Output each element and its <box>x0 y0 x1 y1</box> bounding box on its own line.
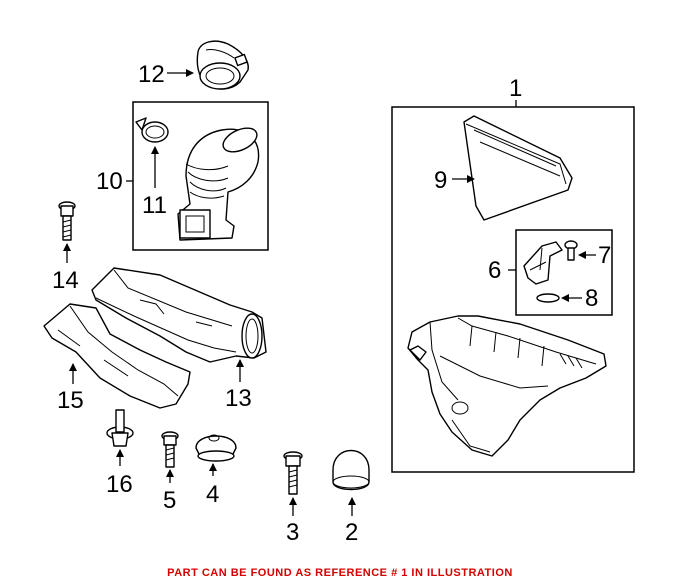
intake-boot-part-12[interactable] <box>196 40 249 90</box>
air-cleaner-housing[interactable] <box>407 315 607 457</box>
callout-15: 15 <box>57 387 84 414</box>
callout-16: 16 <box>106 471 133 498</box>
mass-air-flow-sensor-part-6[interactable] <box>523 241 563 285</box>
o-ring-part-8[interactable] <box>536 293 560 303</box>
group-box-10-11 <box>132 101 269 251</box>
callout-3: 3 <box>286 519 299 546</box>
callout-13: 13 <box>225 385 252 412</box>
air-cleaner-assembly-box <box>391 106 635 473</box>
bolt-part-3[interactable] <box>283 451 303 495</box>
air-guide-part-15[interactable] <box>43 303 191 409</box>
callout-7: 7 <box>598 242 611 269</box>
callout-11: 11 <box>142 192 167 219</box>
bolt-part-5[interactable] <box>161 431 179 468</box>
callout-12: 12 <box>138 61 165 88</box>
intake-hose-part-10[interactable] <box>177 123 261 241</box>
callout-9: 9 <box>434 167 447 194</box>
callout-1: 1 <box>509 75 522 102</box>
hose-clamp-part-11[interactable] <box>135 117 169 143</box>
bolt-part-14[interactable] <box>58 201 76 241</box>
intake-duct-part-13[interactable] <box>91 267 267 363</box>
reference-note: PART CAN BE FOUND AS REFERENCE # 1 IN IL… <box>167 567 513 579</box>
air-filter-part-9[interactable] <box>463 115 573 221</box>
sensor-group-box <box>515 229 613 316</box>
callout-10: 10 <box>96 168 123 195</box>
callout-14: 14 <box>52 267 79 294</box>
grommet-part-4[interactable] <box>195 434 237 462</box>
callout-8: 8 <box>585 285 598 312</box>
screw-part-7[interactable] <box>564 240 578 261</box>
push-pin-part-16[interactable] <box>106 409 134 447</box>
callout-6: 6 <box>488 257 501 284</box>
callout-5: 5 <box>163 487 176 514</box>
cap-part-2[interactable] <box>332 449 370 491</box>
callout-4: 4 <box>206 481 219 508</box>
callout-2: 2 <box>345 519 358 546</box>
